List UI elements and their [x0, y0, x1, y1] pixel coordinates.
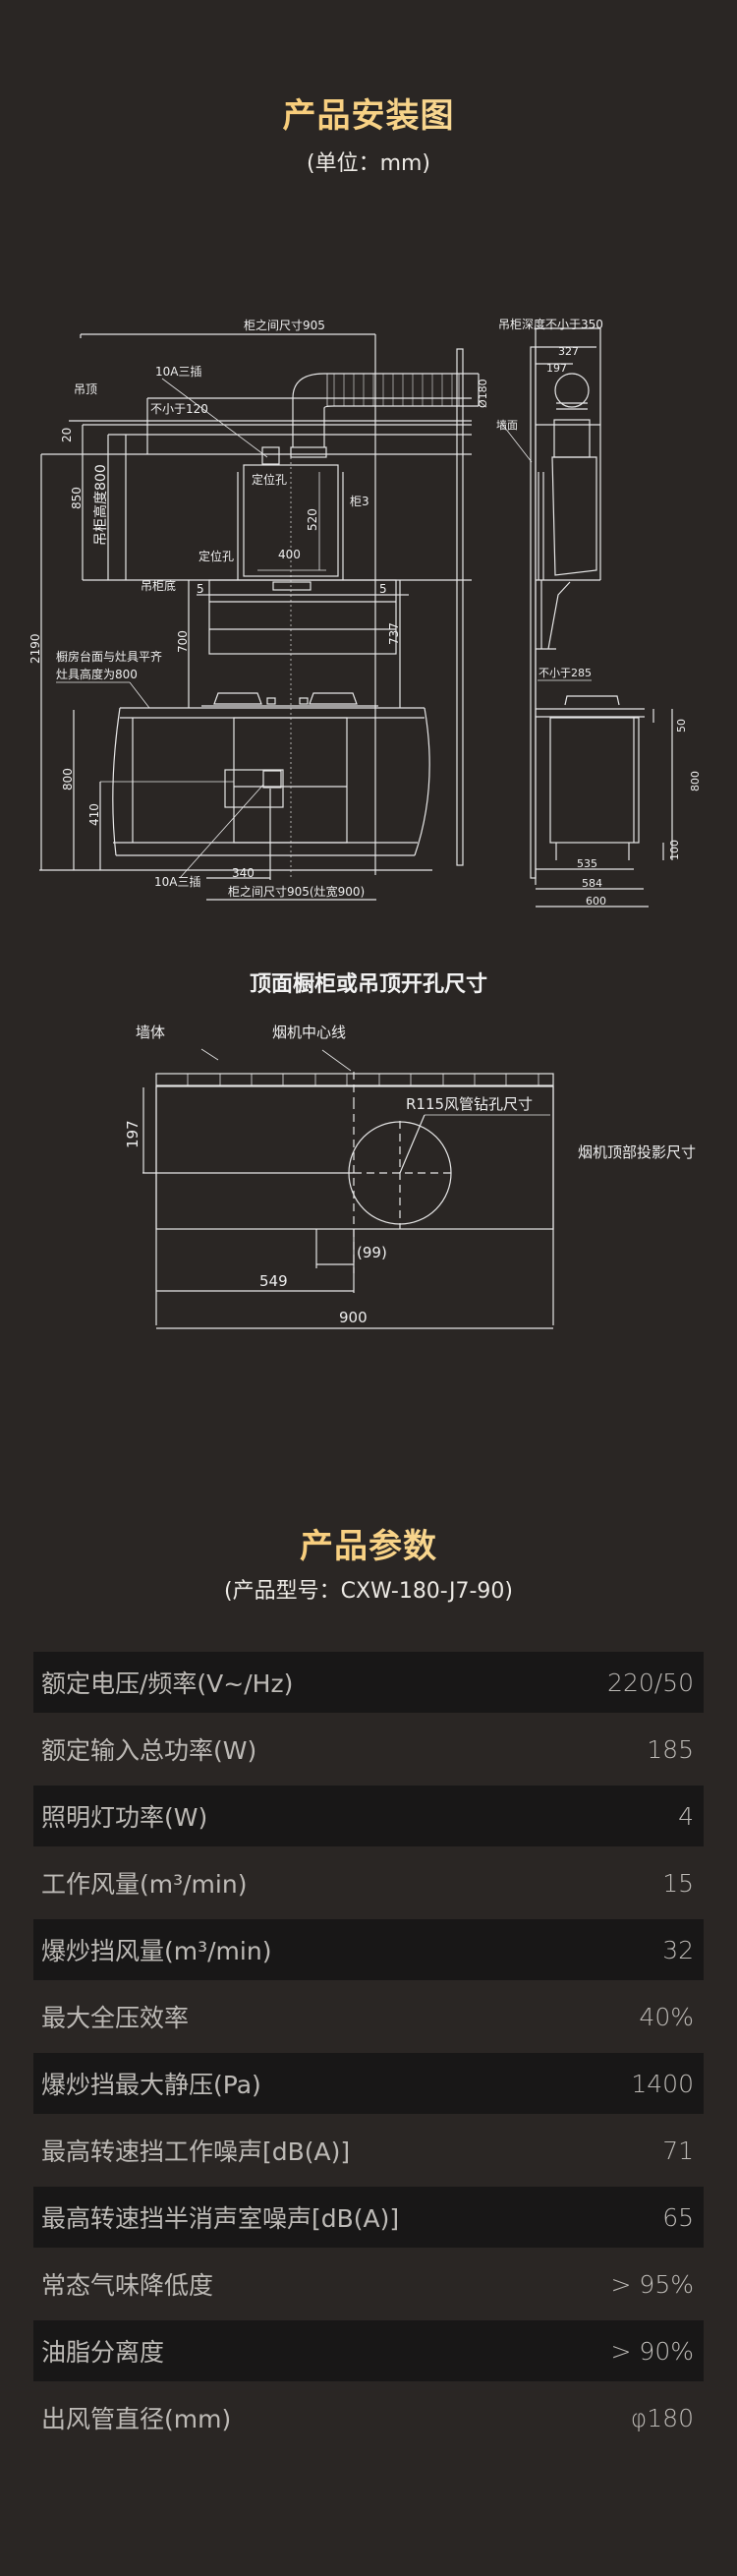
front-elevation-drawing: 柜之间尺寸905 10A三插 吊顶 不小于120 20 850 吊柜高度800 … [0, 295, 737, 914]
label-cabinet-bottom: 吊柜底 [141, 578, 176, 593]
param-label: 最高转速挡工作噪声[dB(A)] [41, 2137, 351, 2166]
param-row: 油脂分离度 > 90% [33, 2320, 704, 2381]
param-value: 4 [678, 1801, 694, 1831]
label-side-600: 600 [586, 895, 606, 907]
label-side-50: 50 [675, 719, 688, 732]
param-label: 出风管直径(mm) [41, 2405, 232, 2433]
param-value: φ180 [630, 2403, 694, 2432]
param-label: 额定输入总功率(W) [41, 1736, 257, 1765]
param-label: 油脂分离度 [41, 2338, 165, 2367]
param-label: 照明灯功率(W) [41, 1803, 208, 1832]
param-value: 71 [662, 2136, 694, 2165]
param-value: > 95% [610, 2269, 694, 2299]
params-title: 产品参数 [0, 1519, 737, 1567]
param-row: 爆炒挡最大静压(Pa) 1400 [33, 2053, 704, 2114]
label-dim-850: 850 [70, 487, 84, 509]
label-top-197: 197 [124, 1120, 142, 1148]
label-dim-5-left: 5 [197, 582, 204, 596]
install-unit: (单位：mm) [306, 151, 431, 176]
label-socket-top: 10A三插 [155, 365, 201, 379]
label-ceiling: 吊顶 [74, 382, 97, 396]
param-value: 220/50 [607, 1668, 694, 1697]
label-cabinet-gap-bottom: 柜之间尺寸905(灶宽900) [228, 884, 365, 899]
param-row: 爆炒挡风量(m³/min) 32 [33, 1919, 704, 1980]
param-value: > 90% [610, 2336, 694, 2366]
install-title: 产品安装图 [0, 88, 737, 137]
params-model: (产品型号：CXW-180-J7-90) [224, 1579, 513, 1604]
label-dim-410: 410 [87, 803, 101, 826]
param-value: 65 [662, 2202, 694, 2232]
param-row: 最高转速挡半消声室噪声[dB(A)] 65 [33, 2187, 704, 2248]
label-locating-hole-1: 定位孔 [252, 472, 287, 487]
label-side-535: 535 [577, 857, 597, 870]
param-label: 最高转速挡半消声室噪声[dB(A)] [41, 2204, 400, 2233]
param-label: 工作风量(m³/min) [41, 1870, 248, 1899]
params-table: 额定电压/频率(V~/Hz) 220/50 额定输入总功率(W) 185 照明灯功率… [33, 1652, 704, 2454]
label-side-327: 327 [558, 345, 579, 358]
label-projection: 烟机顶部投影尺寸 [578, 1143, 696, 1161]
param-label: 爆炒挡最大静压(Pa) [41, 2071, 261, 2099]
label-duct-dia: Ø180 [477, 379, 489, 408]
param-row: 额定电压/频率(V~/Hz) 220/50 [33, 1652, 704, 1713]
param-label: 常态气味降低度 [41, 2271, 214, 2300]
label-wall-body: 墙体 [136, 1024, 165, 1041]
label-depth-note: 吊柜深度不小于350 [498, 317, 603, 331]
param-row: 工作风量(m³/min) 15 [33, 1852, 704, 1913]
label-side-100: 100 [668, 840, 681, 860]
label-not-less-120: 不小于120 [150, 402, 208, 416]
param-label: 最大全压效率 [41, 2004, 190, 2032]
param-value: 1400 [631, 2069, 694, 2098]
param-value: 40% [639, 2002, 694, 2031]
param-row: 最大全压效率 40% [33, 1986, 704, 2047]
label-counter-note-2: 灶具高度为800 [56, 667, 138, 681]
label-wall-cabinet-height: 吊柜高度800 [92, 464, 109, 546]
param-value: 32 [662, 1935, 694, 1964]
top-view-drawing: 墙体 烟机中心线 R115风管钻孔尺寸 烟机顶部投影尺寸 197 (99) 54… [0, 1013, 737, 1337]
label-dim-800: 800 [61, 768, 75, 790]
top-view-title: 顶面橱柜或吊顶开孔尺寸 [249, 972, 487, 997]
param-row: 额定输入总功率(W) 185 [33, 1719, 704, 1780]
label-dim-5-right: 5 [379, 582, 387, 596]
param-row: 常态气味降低度 > 95% [33, 2254, 704, 2314]
param-row: 照明灯功率(W) 4 [33, 1786, 704, 1846]
label-top-900: 900 [339, 1309, 368, 1326]
param-value: 185 [647, 1734, 694, 1764]
label-wall: 墙面 [496, 418, 518, 432]
label-cabinet-gap-top: 柜之间尺寸905 [244, 319, 325, 332]
label-dim-737: 737 [387, 622, 401, 645]
label-dim-20: 20 [60, 428, 74, 442]
param-row: 最高转速挡工作噪声[dB(A)] 71 [33, 2120, 704, 2181]
label-top-99: (99) [357, 1244, 387, 1261]
label-top-549: 549 [259, 1272, 288, 1290]
label-dim-520: 520 [306, 508, 319, 531]
label-dim-400: 400 [278, 548, 301, 561]
param-label: 额定电压/频率(V~/Hz) [41, 1669, 294, 1698]
label-side-584: 584 [582, 877, 602, 890]
label-locating-hole-2: 定位孔 [198, 549, 234, 563]
label-side-197: 197 [546, 362, 567, 375]
label-hood-centerline: 烟机中心线 [272, 1024, 346, 1041]
label-counter-note-1: 橱房台面与灶具平齐 [56, 649, 162, 664]
label-socket-bottom: 10A三插 [154, 875, 200, 889]
param-value: 15 [662, 1868, 694, 1898]
label-dim-340: 340 [232, 866, 255, 880]
label-dim-700: 700 [176, 630, 190, 653]
label-cabinet-3: 柜3 [350, 495, 369, 508]
param-row: 出风管直径(mm) φ180 [33, 2387, 704, 2448]
label-not-less-285: 不小于285 [539, 667, 592, 679]
label-drill-hole: R115风管钻孔尺寸 [406, 1095, 533, 1113]
param-label: 爆炒挡风量(m³/min) [41, 1937, 272, 1965]
label-side-800: 800 [689, 771, 702, 791]
label-dim-2190: 2190 [28, 633, 42, 664]
